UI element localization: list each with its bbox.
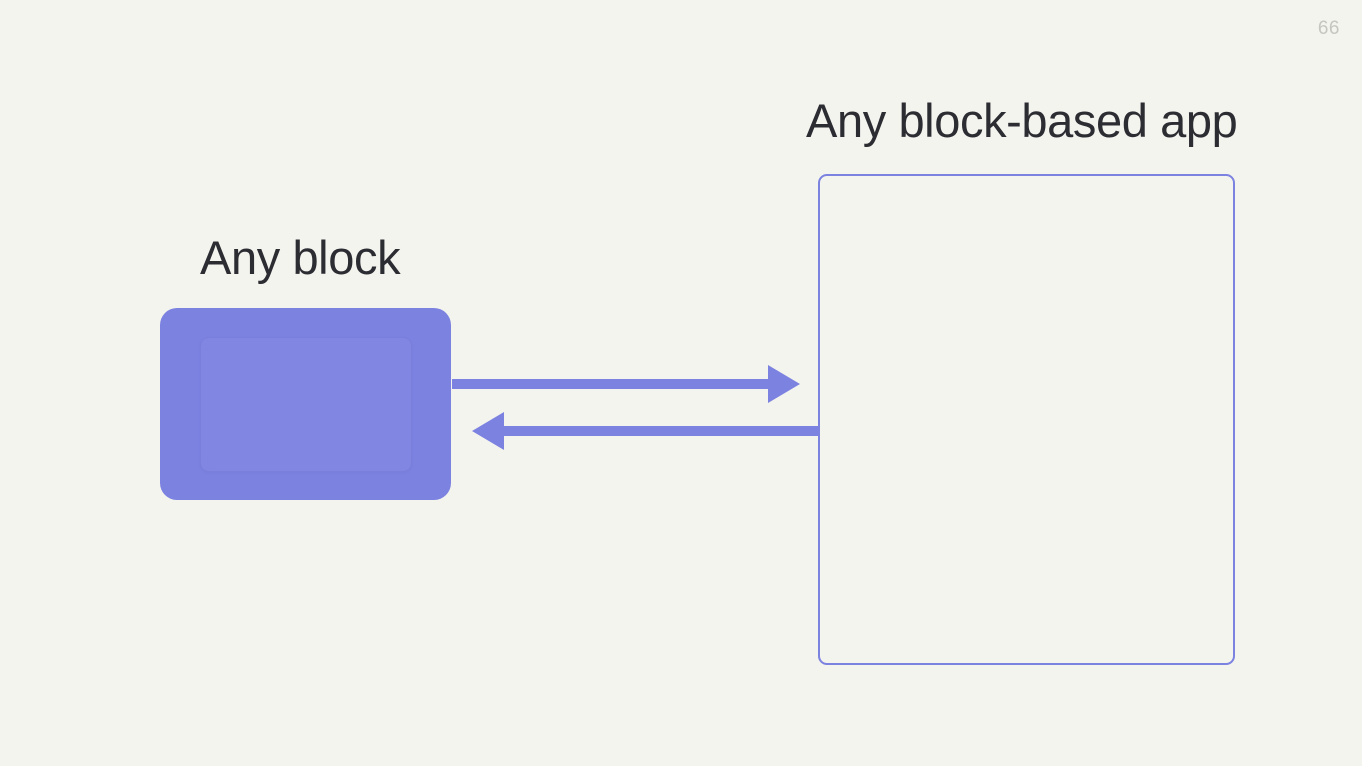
block-label: Any block	[200, 231, 401, 284]
any-block-shape	[160, 308, 451, 500]
any-block-based-app-frame	[818, 174, 1235, 665]
arrow-app-to-block-icon	[472, 412, 820, 450]
app-title-label: Any block-based app	[806, 94, 1238, 147]
any-block-inner-surface	[200, 337, 412, 472]
page-number: 66	[1317, 18, 1340, 39]
arrow-block-to-app-icon	[452, 365, 800, 403]
